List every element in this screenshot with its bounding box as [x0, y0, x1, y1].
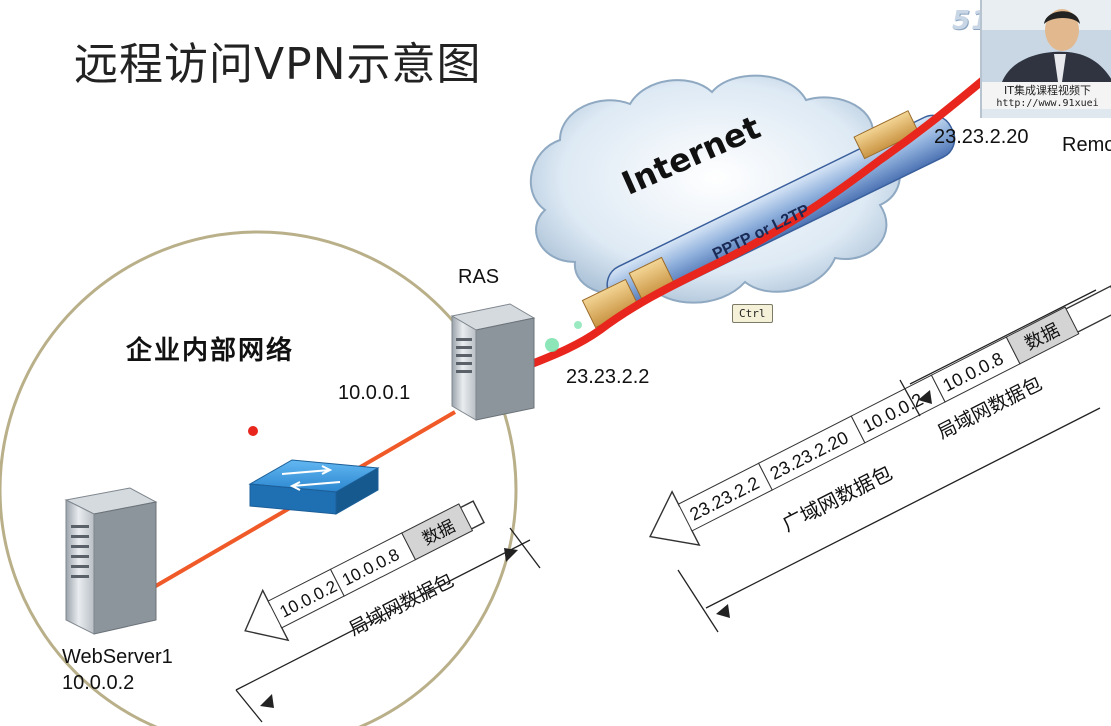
wan-outer-bracket: [677, 407, 1101, 633]
ras-external-ip: 23.23.2.2: [566, 366, 650, 388]
red-dot: [248, 426, 258, 436]
network-switch-icon: [248, 459, 380, 515]
green-dot: [545, 338, 559, 352]
lan-boundary-circle: [0, 230, 518, 726]
ras-internal-ip: 10.0.0.1: [338, 382, 411, 404]
webserver-label: WebServer1: [62, 646, 173, 668]
internet-cloud: [529, 74, 901, 304]
ras-label: RAS: [458, 266, 500, 288]
page-title: 远程访问VPN示意图: [74, 39, 482, 90]
presenter-image: [982, 0, 1111, 82]
webserver-ip: 10.0.0.2: [62, 672, 135, 694]
remote-ip: 23.23.2.20: [934, 126, 1029, 148]
webcam-url: http://www.91xuei: [982, 98, 1111, 109]
vpn-tunnel: [581, 110, 956, 329]
webcam-caption: IT集成课程视频下: [982, 82, 1111, 98]
tunnel-path-line: [508, 62, 1004, 376]
remote-label: Remo: [1062, 134, 1111, 156]
webserver-icon: [64, 487, 158, 635]
wan-packet: 23.23.2.2 23.23.2.20 10.0.0.2 10.0.0.8 数…: [649, 285, 1111, 547]
lan-packet: 10.0.0.2 10.0.0.8 数据 局域网数据包: [244, 500, 485, 642]
webcam-inset: IT集成课程视频下 http://www.91xuei: [980, 0, 1111, 118]
lan-title: 企业内部网络: [126, 336, 295, 366]
lan-packet-bracket: [235, 527, 541, 723]
ras-server-icon: [450, 303, 536, 421]
ctrl-key-badge: Ctrl: [732, 304, 773, 323]
wan-inner-bracket: [899, 289, 1097, 417]
green-dot: [574, 321, 582, 329]
